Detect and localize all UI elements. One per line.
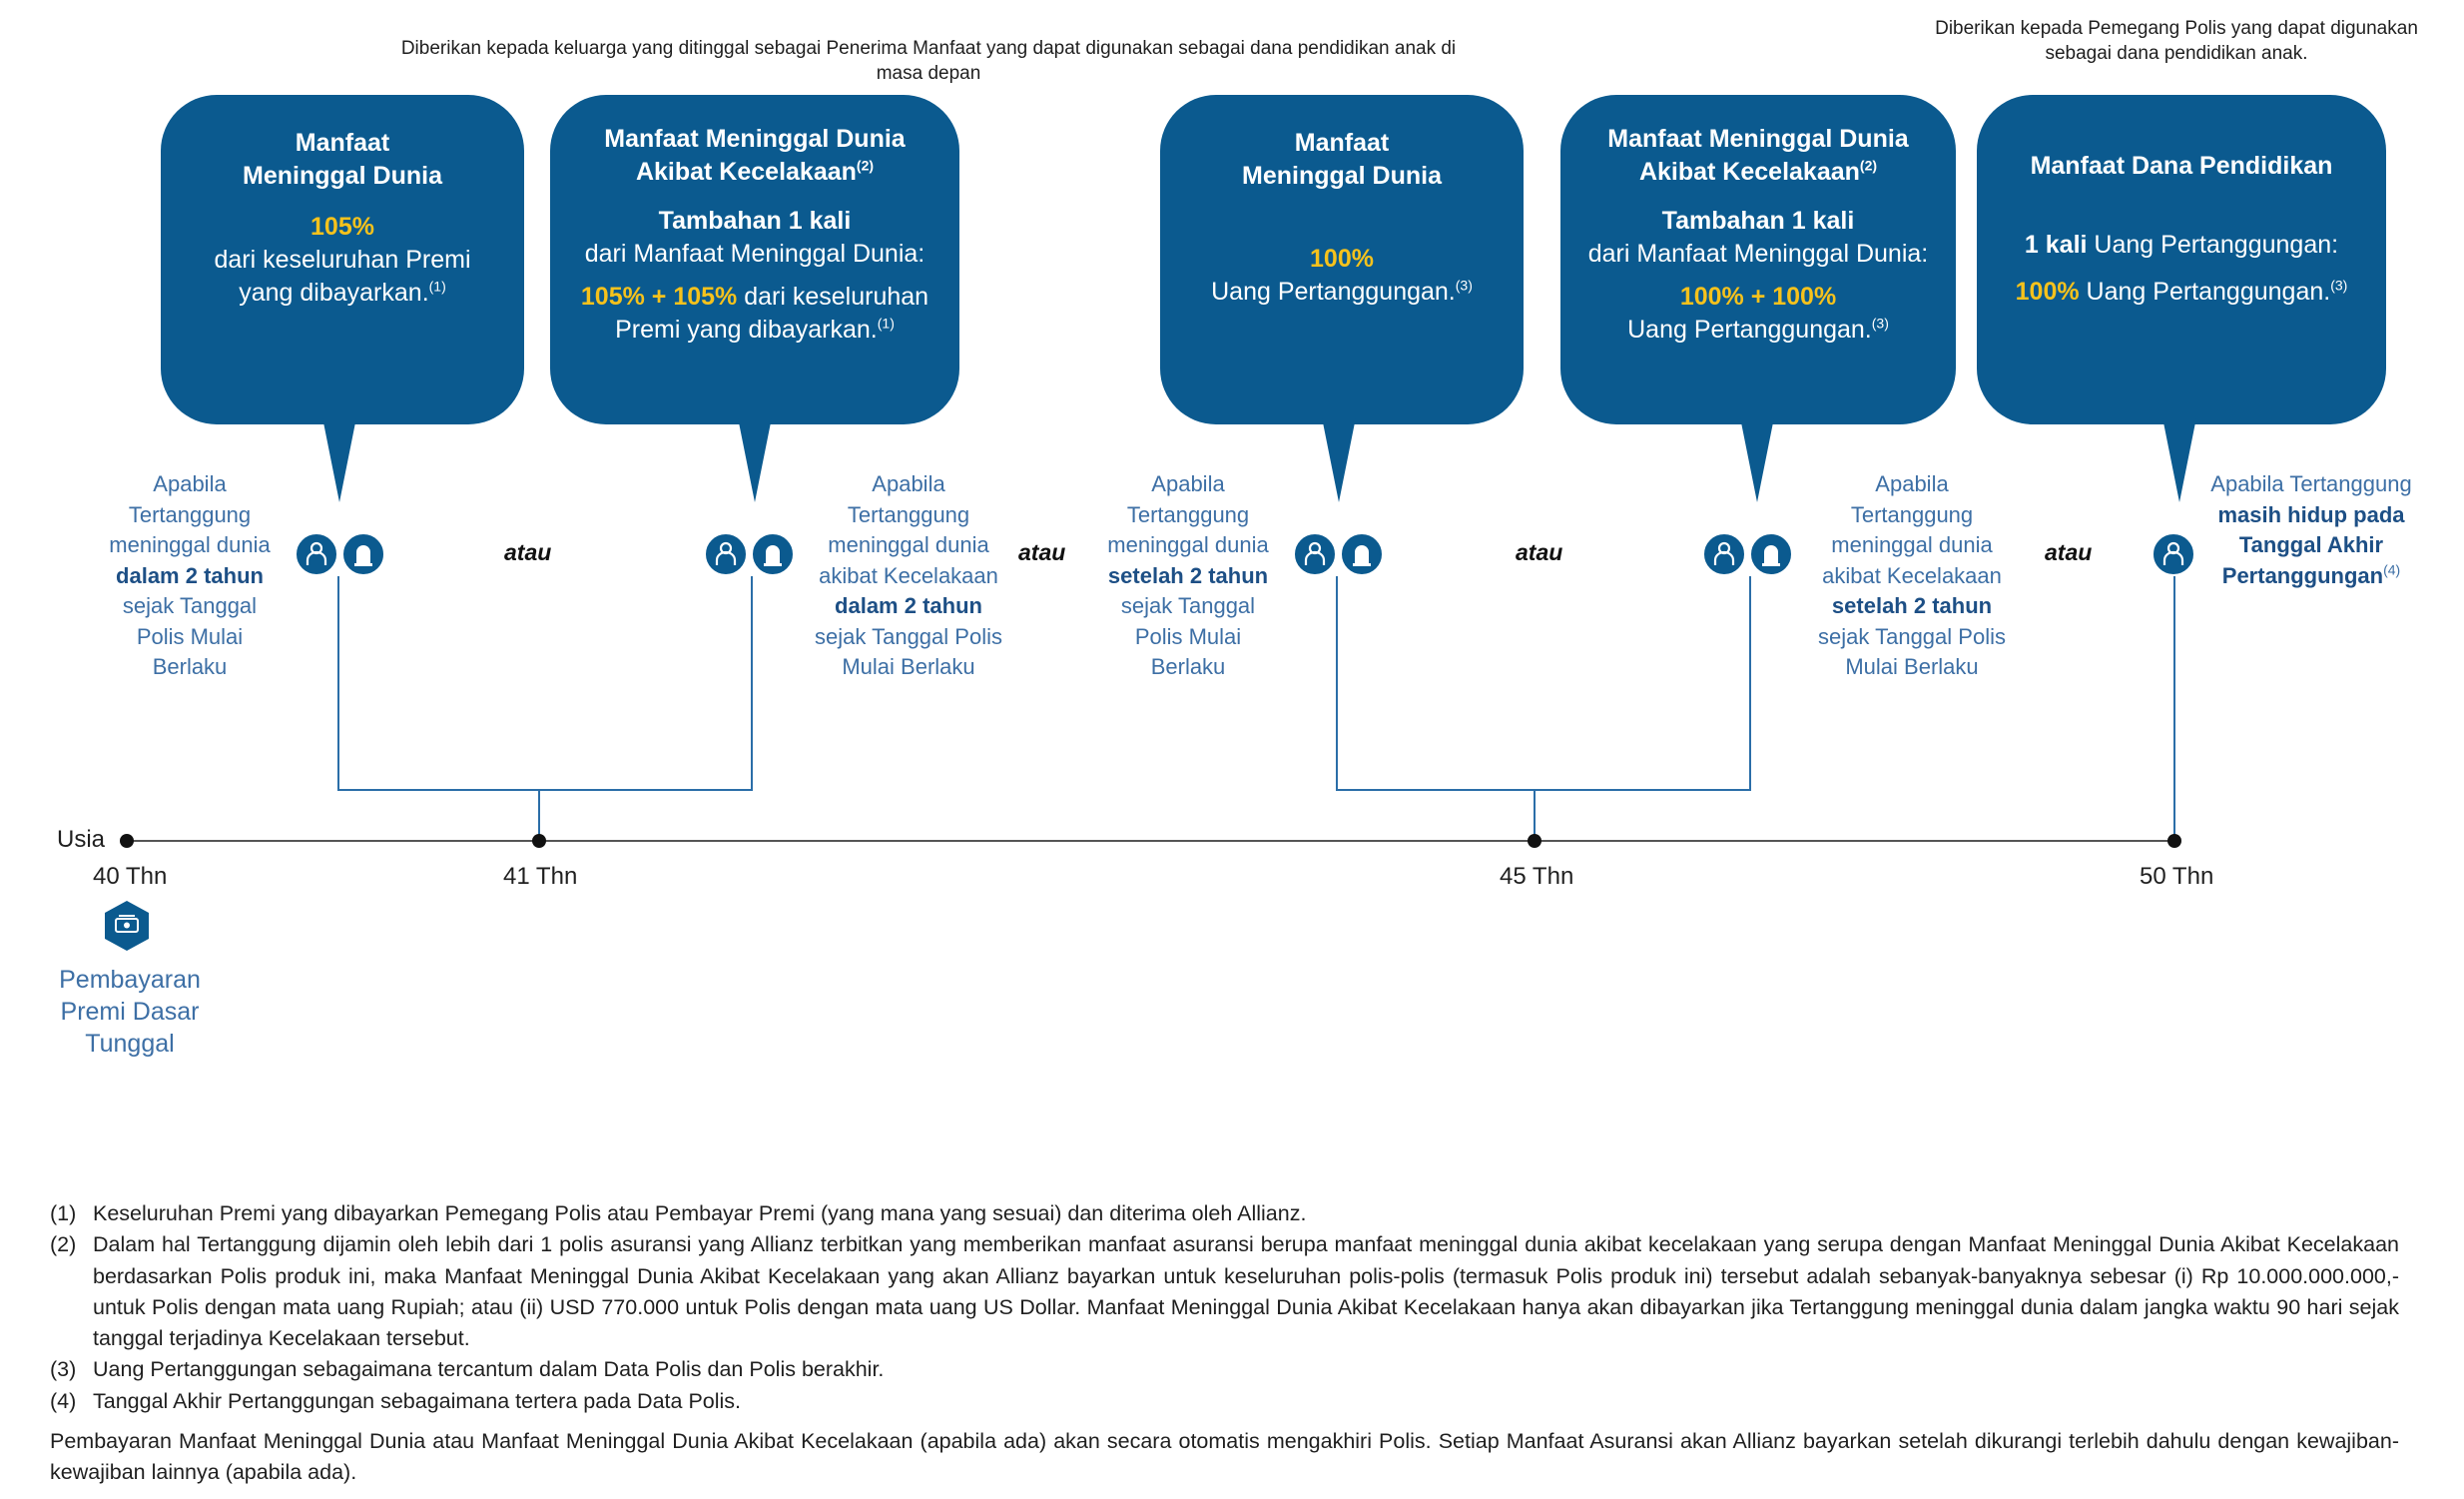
age-label: 41 Thn xyxy=(503,863,578,890)
bubble-text: Uang Pertanggungan.(3) xyxy=(1211,277,1473,306)
footnote-ref: (3) xyxy=(1455,277,1473,294)
timeline-dot xyxy=(2167,834,2181,848)
footnote-ref: (2) xyxy=(1859,157,1878,174)
footnote-ref: (2) xyxy=(856,157,875,174)
bubble-text: dari keseluruhan Premi xyxy=(214,246,471,274)
tombstone-icon xyxy=(1749,532,1793,576)
atau-label: atau xyxy=(1018,539,1066,565)
closing-note: Pembayaran Manfaat Meninggal Dunia atau … xyxy=(50,1429,2399,1485)
bubble-text: 1 kali Uang Pertanggungan: xyxy=(2024,231,2339,259)
header-policyholder-line1: Diberikan kepada Pemegang Polis yang dap… xyxy=(1935,18,2418,39)
timeline-label: Usia xyxy=(57,826,106,853)
bubble-title-line: Meninggal Dunia xyxy=(243,162,442,190)
bubble-title-line: Manfaat xyxy=(1294,129,1390,157)
benefit-bubble-death: Manfaat Meninggal Dunia 105% dari keselu… xyxy=(161,95,524,502)
bubble-text: Uang Pertanggungan.(3) xyxy=(1627,315,1889,344)
connector-line xyxy=(751,576,753,791)
benefit-bubble-education: Manfaat Dana Pendidikan 1 kali Uang Pert… xyxy=(1977,95,2386,502)
footnote-item: (2)Dalam hal Tertanggung dijamin oleh le… xyxy=(50,1232,2399,1351)
atau-label: atau xyxy=(1516,539,1563,565)
bubble-highlight: 100% xyxy=(2015,278,2080,306)
footnote-ref: (1) xyxy=(428,278,446,295)
bubble-tail xyxy=(1322,417,1356,502)
atau-label: atau xyxy=(504,539,552,565)
bubble-highlight: 105% + 105% xyxy=(580,283,738,311)
tombstone-icon xyxy=(751,532,795,576)
person-icon xyxy=(1702,532,1746,576)
atau-label: atau xyxy=(2045,539,2093,565)
timeline-axis xyxy=(126,840,2174,842)
bubble-tail xyxy=(1740,417,1774,502)
bubble-title: Manfaat Meninggal Dunia Akibat Kecelakaa… xyxy=(550,123,959,189)
connector-line xyxy=(1749,576,1751,791)
timeline-dot xyxy=(532,834,546,848)
benefit-bubble-accident-death-sum: Manfaat Meninggal Dunia Akibat Kecelakaa… xyxy=(1560,95,1956,502)
timeline-dot xyxy=(120,834,134,848)
bubble-tail xyxy=(738,417,772,502)
footnote-item: (3)Uang Pertanggungan sebagaimana tercan… xyxy=(50,1357,885,1382)
bubble-text: Premi yang dibayarkan.(1) xyxy=(615,315,895,344)
bubble-title-line: Akibat Kecelakaan(2) xyxy=(635,157,875,186)
bubble-subtitle: Tambahan 1 kali xyxy=(658,207,852,235)
bubble-highlight: 100% xyxy=(1310,245,1374,273)
timeline-dot xyxy=(1528,834,1541,848)
bubble-subtitle: Tambahan 1 kali xyxy=(1661,207,1855,235)
tombstone-icon xyxy=(341,532,385,576)
bubble-title: Manfaat Meninggal Dunia xyxy=(1160,127,1524,193)
header-policyholder-line2: sebagai dana pendidikan anak. xyxy=(2045,43,2308,64)
footnote-item: (4)Tanggal Akhir Pertanggungan sebagaima… xyxy=(50,1388,742,1413)
footnote-ref: (3) xyxy=(1871,315,1889,332)
footnote-item: (1)Keseluruhan Premi yang dibayarkan Pem… xyxy=(50,1201,1307,1225)
bubble-body: 105% dari keseluruhan Premi yang dibayar… xyxy=(161,211,524,310)
footnote-ref: (1) xyxy=(877,315,895,332)
connector-line xyxy=(1336,789,1751,791)
footnote-ref: (3) xyxy=(2330,277,2348,294)
money-icon xyxy=(100,899,154,953)
bubble-body: 100% Uang Pertanggungan.(3) xyxy=(1160,243,1524,309)
bubble-title-line: Manfaat Meninggal Dunia xyxy=(1607,125,1909,153)
bubble-text: dari Manfaat Meninggal Dunia: xyxy=(1587,240,1929,268)
age-label: 40 Thn xyxy=(93,863,168,890)
benefit-bubble-accident-death: Manfaat Meninggal Dunia Akibat Kecelakaa… xyxy=(550,95,959,502)
tombstone-icon xyxy=(1340,532,1384,576)
bubble-text: dari Manfaat Meninggal Dunia: xyxy=(584,240,925,268)
age-label: 50 Thn xyxy=(2140,863,2214,890)
bubble-title: Manfaat Meninggal Dunia Akibat Kecelakaa… xyxy=(1560,123,1956,189)
header-policyholder-note: Diberikan kepada Pemegang Polis yang dap… xyxy=(1897,16,2456,66)
bubble-highlight: 100% + 100% xyxy=(1679,283,1837,311)
person-icon xyxy=(295,532,338,576)
bubble-title-line: Akibat Kecelakaan(2) xyxy=(1638,157,1878,186)
connector-line xyxy=(337,576,339,791)
footnotes: (1)Keseluruhan Premi yang dibayarkan Pem… xyxy=(50,1198,2399,1417)
connector-line xyxy=(538,789,540,839)
connector-line xyxy=(1534,789,1536,839)
bubble-text: 105% + 105% dari keseluruhan xyxy=(580,283,929,311)
person-icon xyxy=(2152,532,2195,576)
bubble-title-line: Manfaat xyxy=(295,129,390,157)
bubble-title: Manfaat Dana Pendidikan xyxy=(2030,152,2333,180)
connector-line xyxy=(1336,576,1338,791)
bubble-highlight: 105% xyxy=(310,213,374,241)
bubble-title-line: Manfaat Meninggal Dunia xyxy=(604,125,906,153)
condition-alive-at-end: Apabila Tertanggung masih hidup pada Tan… xyxy=(2210,471,2412,588)
benefit-bubble-death-sum: Manfaat Meninggal Dunia 100% Uang Pertan… xyxy=(1160,95,1524,502)
connector-line xyxy=(2173,576,2175,839)
bubble-tail xyxy=(2162,417,2196,502)
bubble-text: yang dibayarkan.(1) xyxy=(239,278,446,307)
bubble-tail xyxy=(322,417,356,502)
person-icon xyxy=(1293,532,1337,576)
age-label: 45 Thn xyxy=(1500,863,1574,890)
bubble-title-line: Meninggal Dunia xyxy=(1242,162,1442,190)
person-icon xyxy=(704,532,748,576)
bubble-title: Manfaat Meninggal Dunia xyxy=(161,127,524,193)
header-beneficiary-note: Diberikan kepada keluarga yang ditinggal… xyxy=(400,38,1457,84)
bubble-text: 100% Uang Pertanggungan.(3) xyxy=(2015,277,2348,306)
connector-line xyxy=(337,789,753,791)
